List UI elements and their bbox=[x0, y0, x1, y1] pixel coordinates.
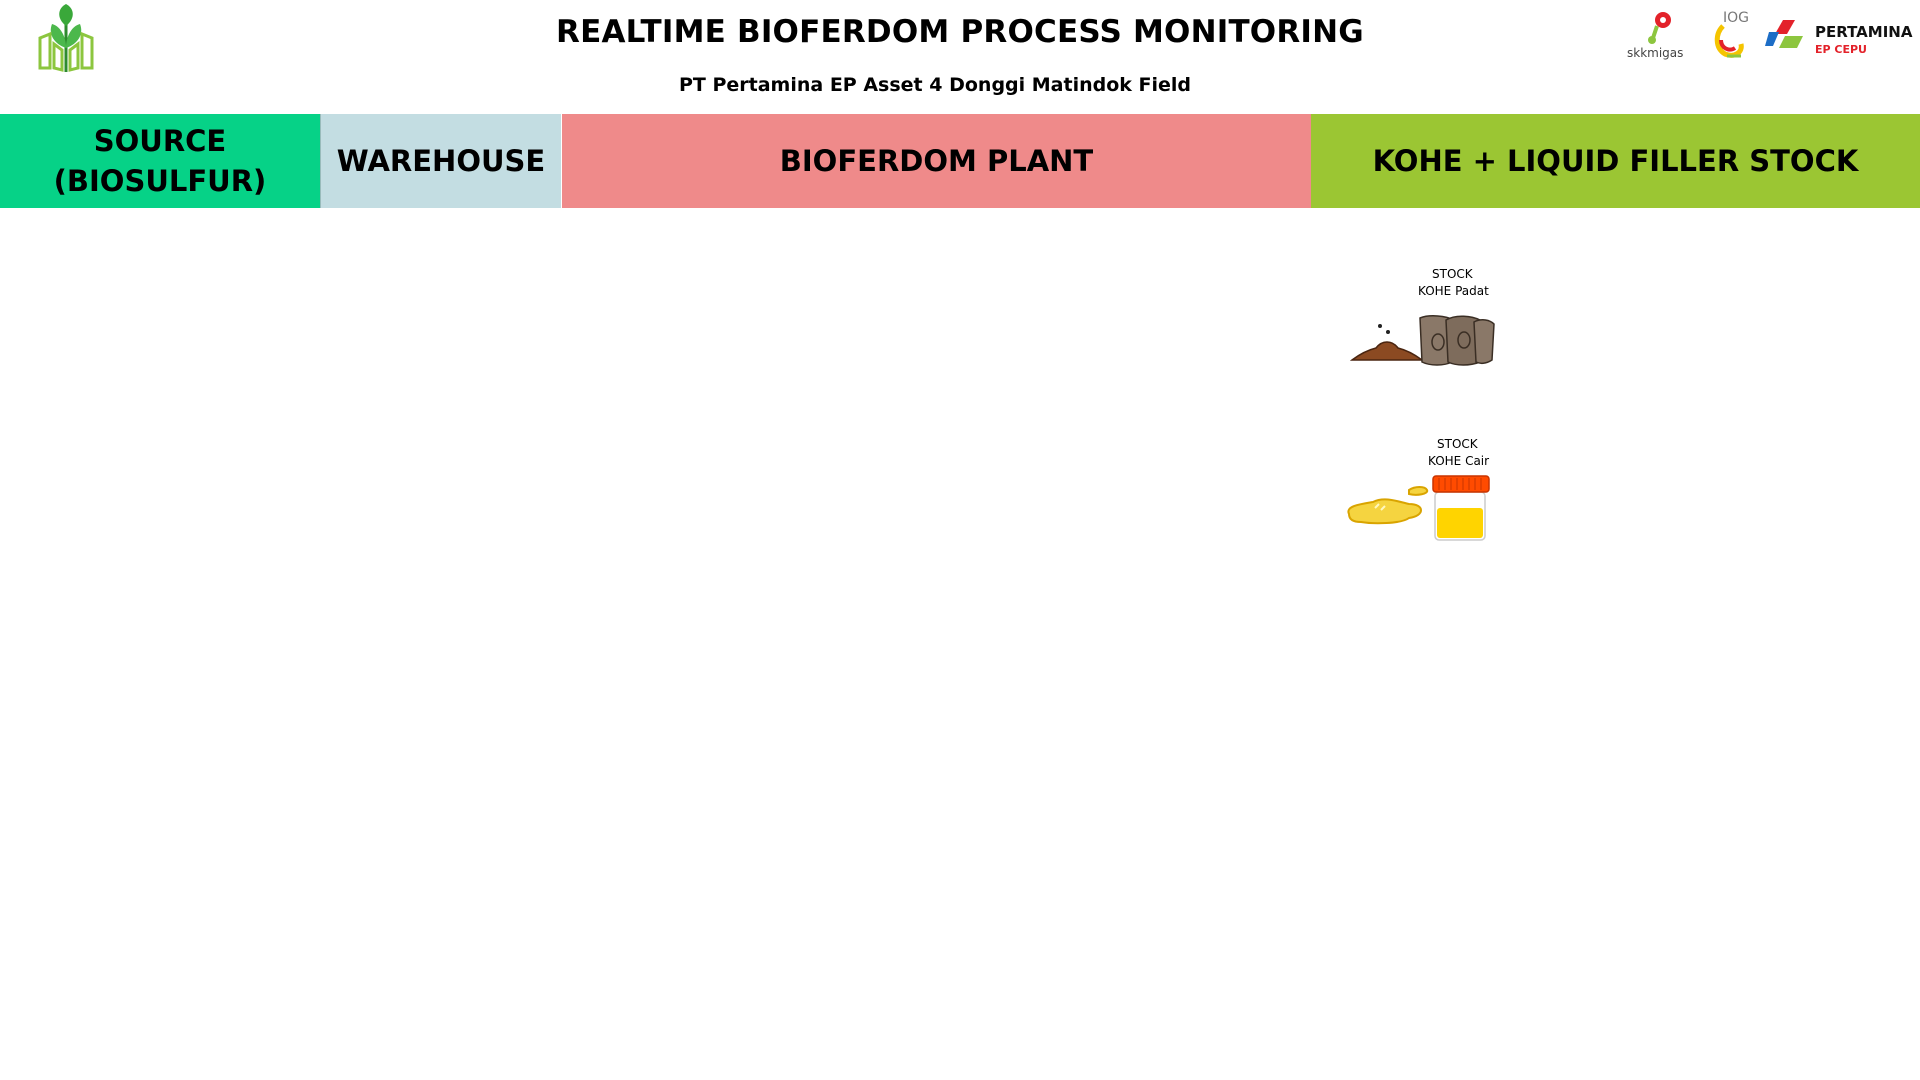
page-subtitle: PT Pertamina EP Asset 4 Donggi Matindok … bbox=[678, 74, 1192, 96]
section-source-label: SOURCE (BIOSULFUR) bbox=[53, 124, 267, 198]
section-warehouse-label: WAREHOUSE bbox=[336, 144, 546, 178]
section-warehouse: WAREHOUSE bbox=[320, 114, 561, 208]
section-source: SOURCE (BIOSULFUR) bbox=[0, 114, 320, 208]
stock-padat-label-line2: KOHE Padat bbox=[1418, 284, 1489, 298]
iog-logo bbox=[1714, 24, 1744, 58]
pertamina-logo bbox=[1765, 20, 1803, 48]
iog-logo-text: IOG bbox=[1723, 10, 1749, 26]
stock-cair-label-line1: STOCK bbox=[1437, 437, 1478, 451]
section-bioferdom-plant: BIOFERDOM PLANT bbox=[561, 114, 1311, 208]
skkmigas-logo-text: skkmigas bbox=[1627, 46, 1684, 60]
manure-sacks-icon bbox=[1350, 315, 1495, 366]
section-kohe-stock: KOHE + LIQUID FILLER STOCK bbox=[1311, 114, 1920, 208]
stock-padat-label-line1: STOCK bbox=[1432, 267, 1473, 281]
process-sections: SOURCE (BIOSULFUR) WAREHOUSE BIOFERDOM P… bbox=[0, 114, 1920, 208]
stock-kohe-cair: STOCK KOHE Cair bbox=[1345, 434, 1500, 544]
pertamina-logo-text: PERTAMINA bbox=[1815, 23, 1913, 41]
stock-kohe-padat: STOCK KOHE Padat bbox=[1350, 266, 1500, 376]
partner-logos: skkmigas IOG PERTAMINA EP CEPU bbox=[1625, 8, 1913, 64]
pertamina-unit-text: EP CEPU bbox=[1815, 43, 1867, 56]
skkmigas-logo bbox=[1648, 12, 1671, 44]
leaf-sprout-icon bbox=[38, 4, 94, 72]
page-title: REALTIME BIOFERDOM PROCESS MONITORING bbox=[556, 14, 1364, 50]
header: REALTIME BIOFERDOM PROCESS MONITORING PT… bbox=[0, 0, 1920, 114]
section-plant-label: BIOFERDOM PLANT bbox=[779, 144, 1094, 178]
liquid-container-icon bbox=[1347, 475, 1490, 541]
section-kohe-label: KOHE + LIQUID FILLER STOCK bbox=[1372, 144, 1859, 178]
stock-cair-label-line2: KOHE Cair bbox=[1428, 454, 1490, 468]
